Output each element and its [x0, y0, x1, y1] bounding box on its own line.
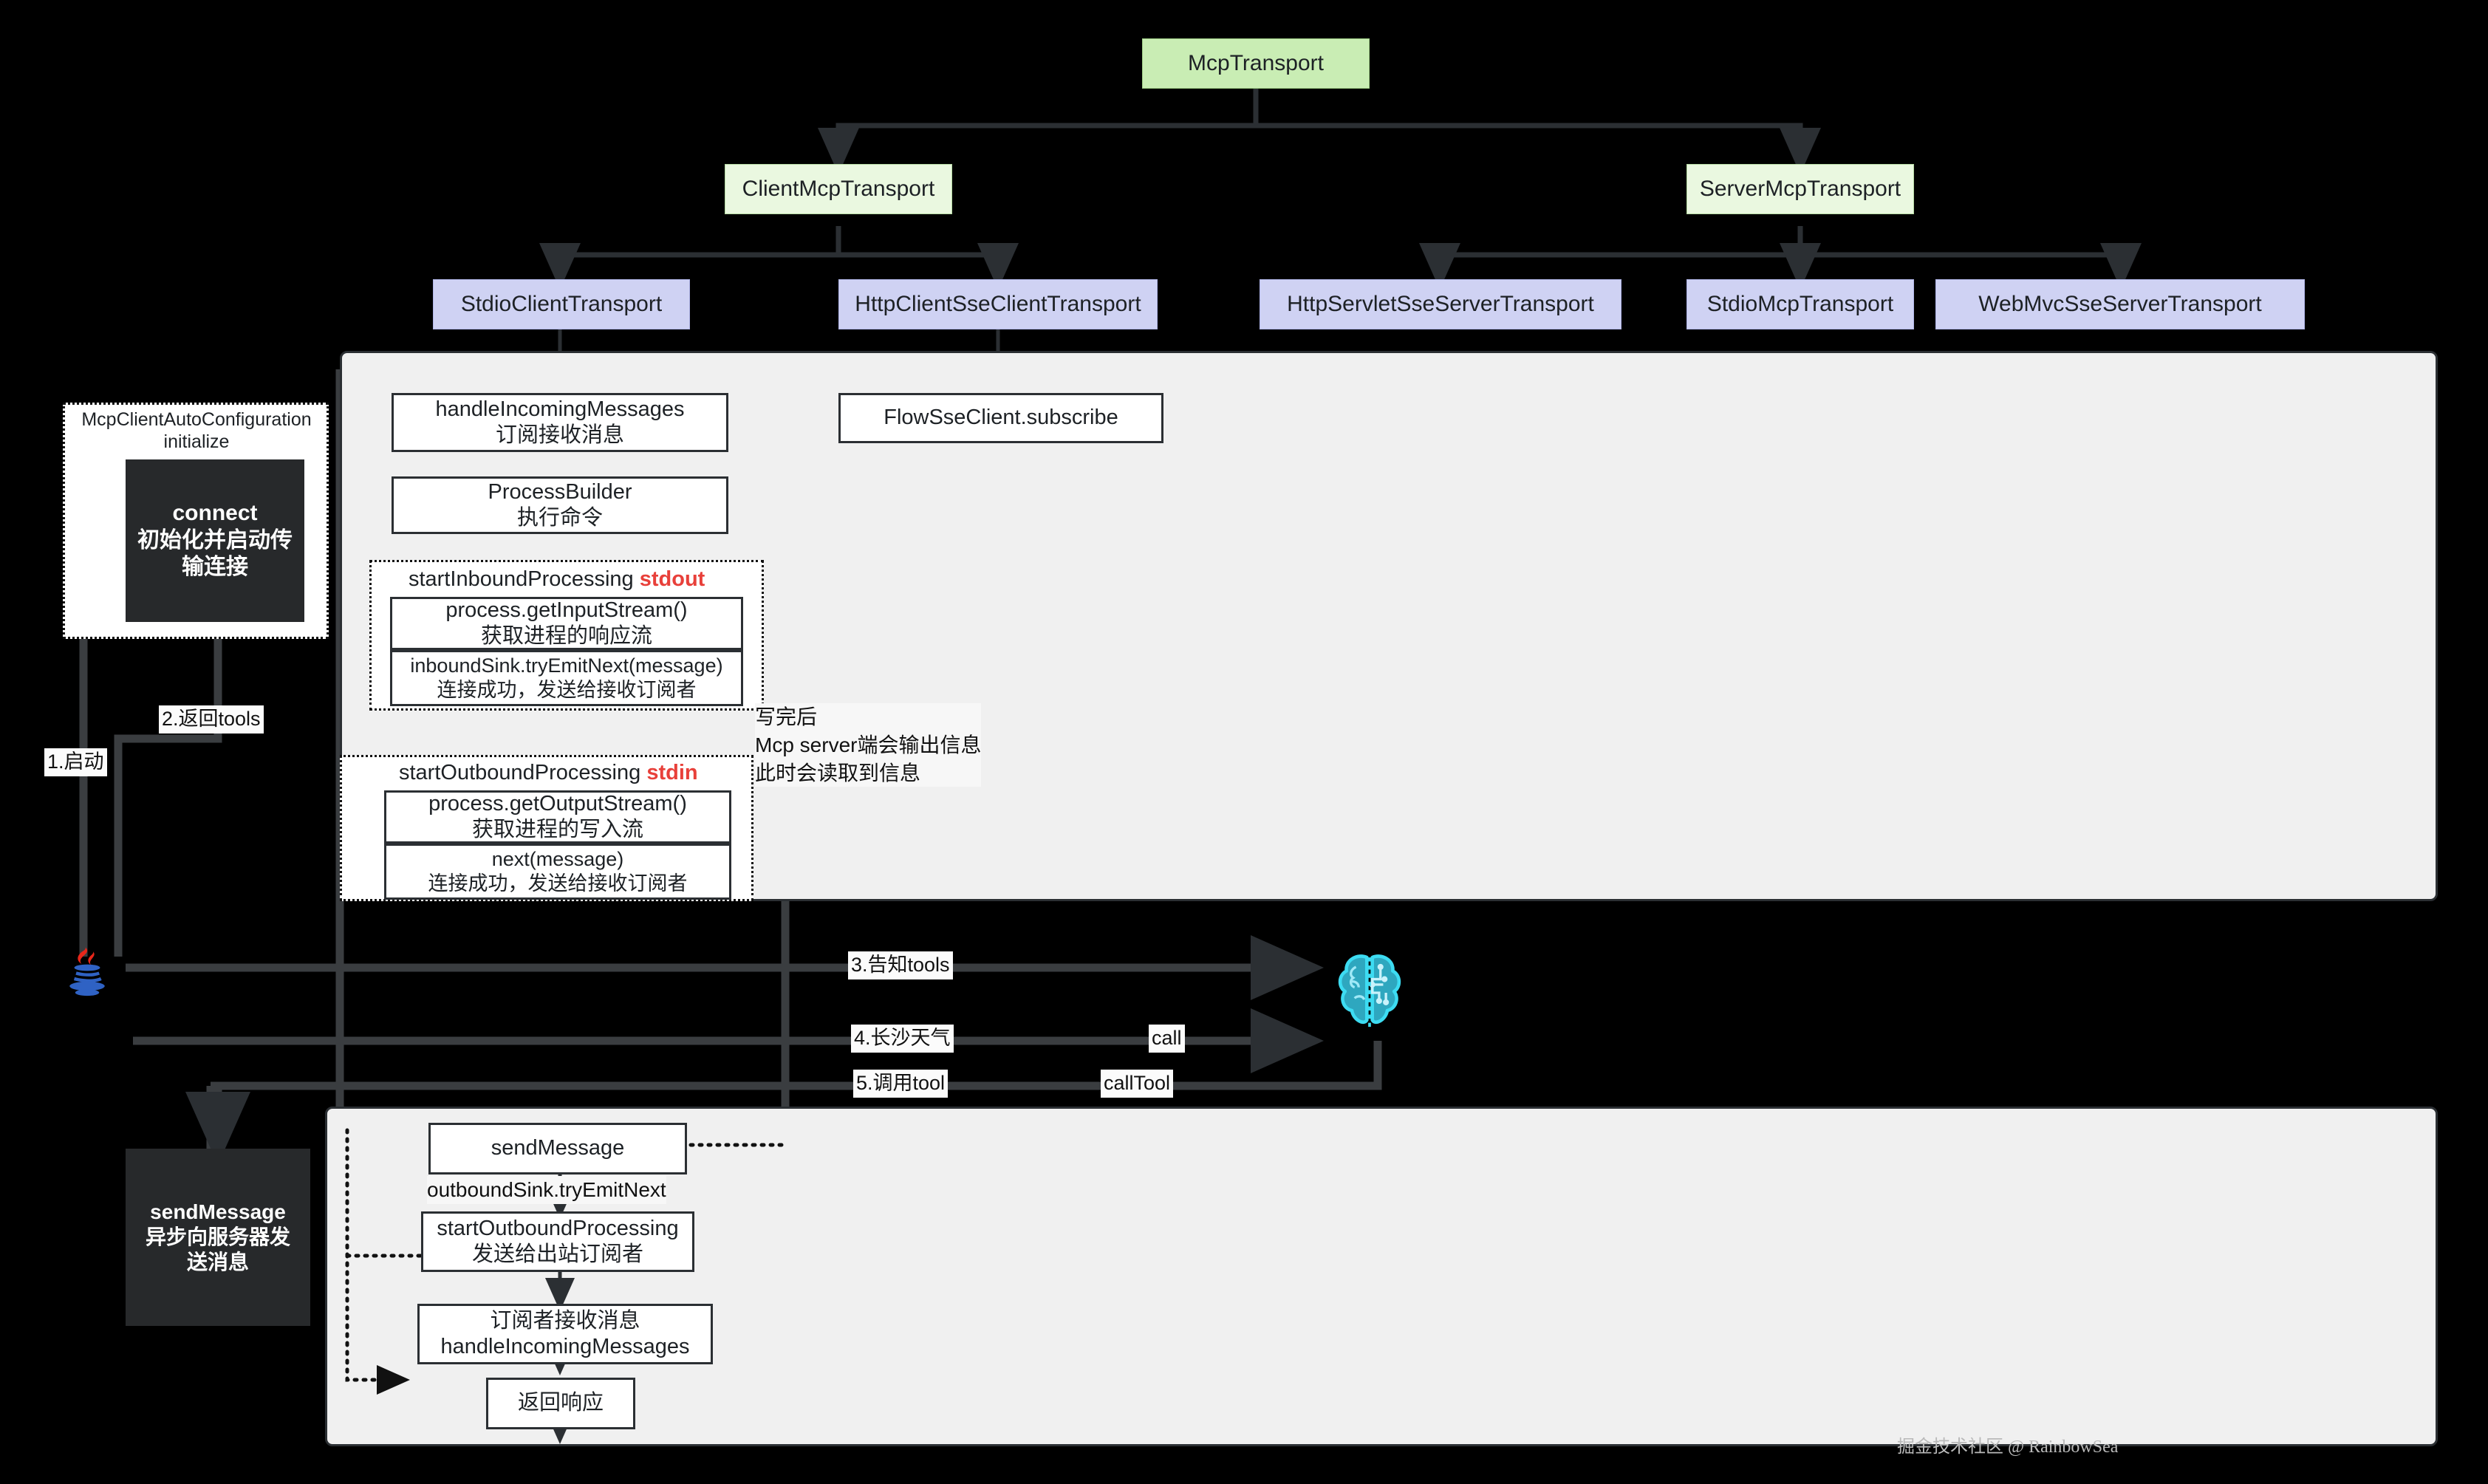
- box-inbound-sink-try-emit-next[interactable]: inboundSink.tryEmitNext(message) 连接成功，发送…: [390, 650, 743, 706]
- box-line-2: handleIncomingMessages: [440, 1335, 690, 1358]
- box-line-1: process.getOutputStream(): [428, 791, 687, 815]
- group-title-text: startInboundProcessing: [409, 567, 634, 591]
- node-label: StdioMcpTransport: [1706, 291, 1894, 316]
- edge-label-3-notify-tools: 3.告知tools: [848, 951, 953, 979]
- edge-label-text: 2.返回tools: [162, 708, 261, 730]
- node-server-mcp-transport[interactable]: ServerMcpTransport: [1686, 164, 1914, 214]
- box-line-1: startOutboundProcessing: [437, 1216, 679, 1240]
- box-handle-incoming-messages[interactable]: handleIncomingMessages 订阅接收消息: [392, 393, 728, 452]
- connect-line-2: 初始化并启动传: [137, 527, 293, 553]
- edge-label-1-start: 1.启动: [44, 748, 107, 776]
- box-send-message[interactable]: sendMessage: [428, 1123, 687, 1174]
- send-line-1: sendMessage: [150, 1200, 286, 1223]
- box-start-outbound-processing-bottom[interactable]: startOutboundProcessing 发送给出站订阅者: [421, 1211, 694, 1272]
- edge-label-text: call: [1152, 1027, 1182, 1049]
- node-client-mcp-transport[interactable]: ClientMcpTransport: [725, 164, 952, 214]
- note-mcp-server-output: 写完后 Mcp server端会输出信息 此时会读取到信息: [755, 703, 982, 787]
- ai-brain-icon: [1326, 949, 1413, 1036]
- edge-label-text: 1.启动: [47, 750, 104, 773]
- label-outbound-sink-emit: outboundSink.tryEmitNext: [427, 1176, 666, 1204]
- box-line-2: 订阅接收消息: [495, 423, 624, 447]
- box-line-1: 返回响应: [517, 1391, 604, 1415]
- autoconfig-title-line-2: initialize: [163, 431, 230, 452]
- box-line-1: next(message): [491, 848, 624, 871]
- box-line-2: 获取进程的响应流: [480, 624, 652, 648]
- group-title-outbound: startOutboundProcessing stdin: [399, 761, 698, 785]
- box-line-2: 执行命令: [516, 506, 603, 530]
- group-title-inbound: startInboundProcessing stdout: [409, 567, 705, 592]
- box-line-1: FlowSseClient.subscribe: [884, 406, 1118, 430]
- edge-label-text: 4.长沙天气: [854, 1027, 951, 1049]
- node-label: ClientMcpTransport: [742, 176, 935, 201]
- box-line-1: 订阅者接收消息: [490, 1308, 640, 1333]
- connect-line-3: 输连接: [182, 555, 248, 580]
- node-label: StdioClientTransport: [460, 291, 663, 316]
- group-title-text: startOutboundProcessing: [399, 761, 641, 784]
- box-line-1: handleIncomingMessages: [435, 397, 685, 421]
- box-send-message-async[interactable]: sendMessage 异步向服务器发 送消息: [126, 1149, 310, 1326]
- node-stdio-client-transport[interactable]: StdioClientTransport: [433, 279, 690, 329]
- node-http-client-sse-client-transport[interactable]: HttpClientSseClientTransport: [838, 279, 1158, 329]
- node-label: ServerMcpTransport: [1699, 176, 1901, 201]
- send-line-3: 送消息: [186, 1251, 249, 1274]
- box-line-1: sendMessage: [491, 1136, 625, 1160]
- edge-label-4b-call: call: [1149, 1025, 1185, 1053]
- box-get-output-stream[interactable]: process.getOutputStream() 获取进程的写入流: [384, 790, 731, 844]
- autoconfig-title-line-1: McpClientAutoConfiguration: [81, 409, 312, 430]
- note-line-2: Mcp server端会输出信息: [755, 733, 982, 756]
- box-line-2: 获取进程的写入流: [471, 818, 643, 841]
- box-subscriber-receive-message[interactable]: 订阅者接收消息 handleIncomingMessages: [417, 1304, 713, 1364]
- box-next-message[interactable]: next(message) 连接成功，发送给接收订阅者: [384, 844, 731, 900]
- watermark: 掘金技术社区 @ RainbowSea: [1897, 1432, 2118, 1457]
- note-line-3: 此时会读取到信息: [755, 761, 921, 784]
- group-title-autoconfig: McpClientAutoConfiguration initialize: [71, 408, 322, 453]
- edge-label-text: 5.调用tool: [856, 1072, 946, 1094]
- note-line-1: 写完后: [755, 705, 818, 728]
- stdout-tag: stdout: [639, 567, 705, 591]
- box-line-1: process.getInputStream(): [445, 598, 688, 622]
- connect-line-1: connect: [172, 501, 258, 526]
- box-line-1: ProcessBuilder: [488, 479, 632, 504]
- edge-label-text: callTool: [1104, 1072, 1171, 1094]
- node-stdio-mcp-transport[interactable]: StdioMcpTransport: [1686, 279, 1914, 329]
- box-line-1: inboundSink.tryEmitNext(message): [410, 654, 723, 677]
- box-flow-sse-client-subscribe[interactable]: FlowSseClient.subscribe: [838, 393, 1163, 443]
- box-line-2: 连接成功，发送给接收订阅者: [428, 872, 688, 895]
- box-return-response[interactable]: 返回响应: [486, 1378, 635, 1429]
- send-line-2: 异步向服务器发: [145, 1225, 290, 1248]
- node-label: HttpServletSseServerTransport: [1287, 291, 1594, 316]
- node-http-servlet-sse-server-transport[interactable]: HttpServletSseServerTransport: [1260, 279, 1621, 329]
- node-label: HttpClientSseClientTransport: [855, 291, 1141, 316]
- edge-label-5-call-tool: 5.调用tool: [853, 1070, 949, 1098]
- edge-label-text: 3.告知tools: [851, 954, 950, 976]
- box-get-input-stream[interactable]: process.getInputStream() 获取进程的响应流: [390, 597, 743, 650]
- box-line-2: 连接成功，发送给接收订阅者: [437, 679, 697, 701]
- node-label: McpTransport: [1188, 50, 1324, 75]
- edge-label-5b-calltool: callTool: [1101, 1070, 1174, 1098]
- box-line-2: 发送给出站订阅者: [471, 1242, 643, 1266]
- node-webmvc-sse-server-transport[interactable]: WebMvcSseServerTransport: [1935, 279, 2305, 329]
- node-label: WebMvcSseServerTransport: [1978, 291, 2262, 316]
- edge-label-4-changsha-weather: 4.长沙天气: [851, 1025, 954, 1053]
- stdin-tag: stdin: [646, 761, 698, 784]
- label-text: outboundSink.tryEmitNext: [427, 1178, 666, 1201]
- watermark-text: 掘金技术社区 @ RainbowSea: [1897, 1437, 2119, 1457]
- box-connect[interactable]: connect 初始化并启动传 输连接: [126, 459, 304, 622]
- edge-label-2-return-tools: 2.返回tools: [159, 705, 264, 734]
- box-process-builder[interactable]: ProcessBuilder 执行命令: [392, 476, 728, 534]
- java-logo-icon: [58, 942, 117, 1001]
- node-mcp-transport[interactable]: McpTransport: [1142, 38, 1370, 89]
